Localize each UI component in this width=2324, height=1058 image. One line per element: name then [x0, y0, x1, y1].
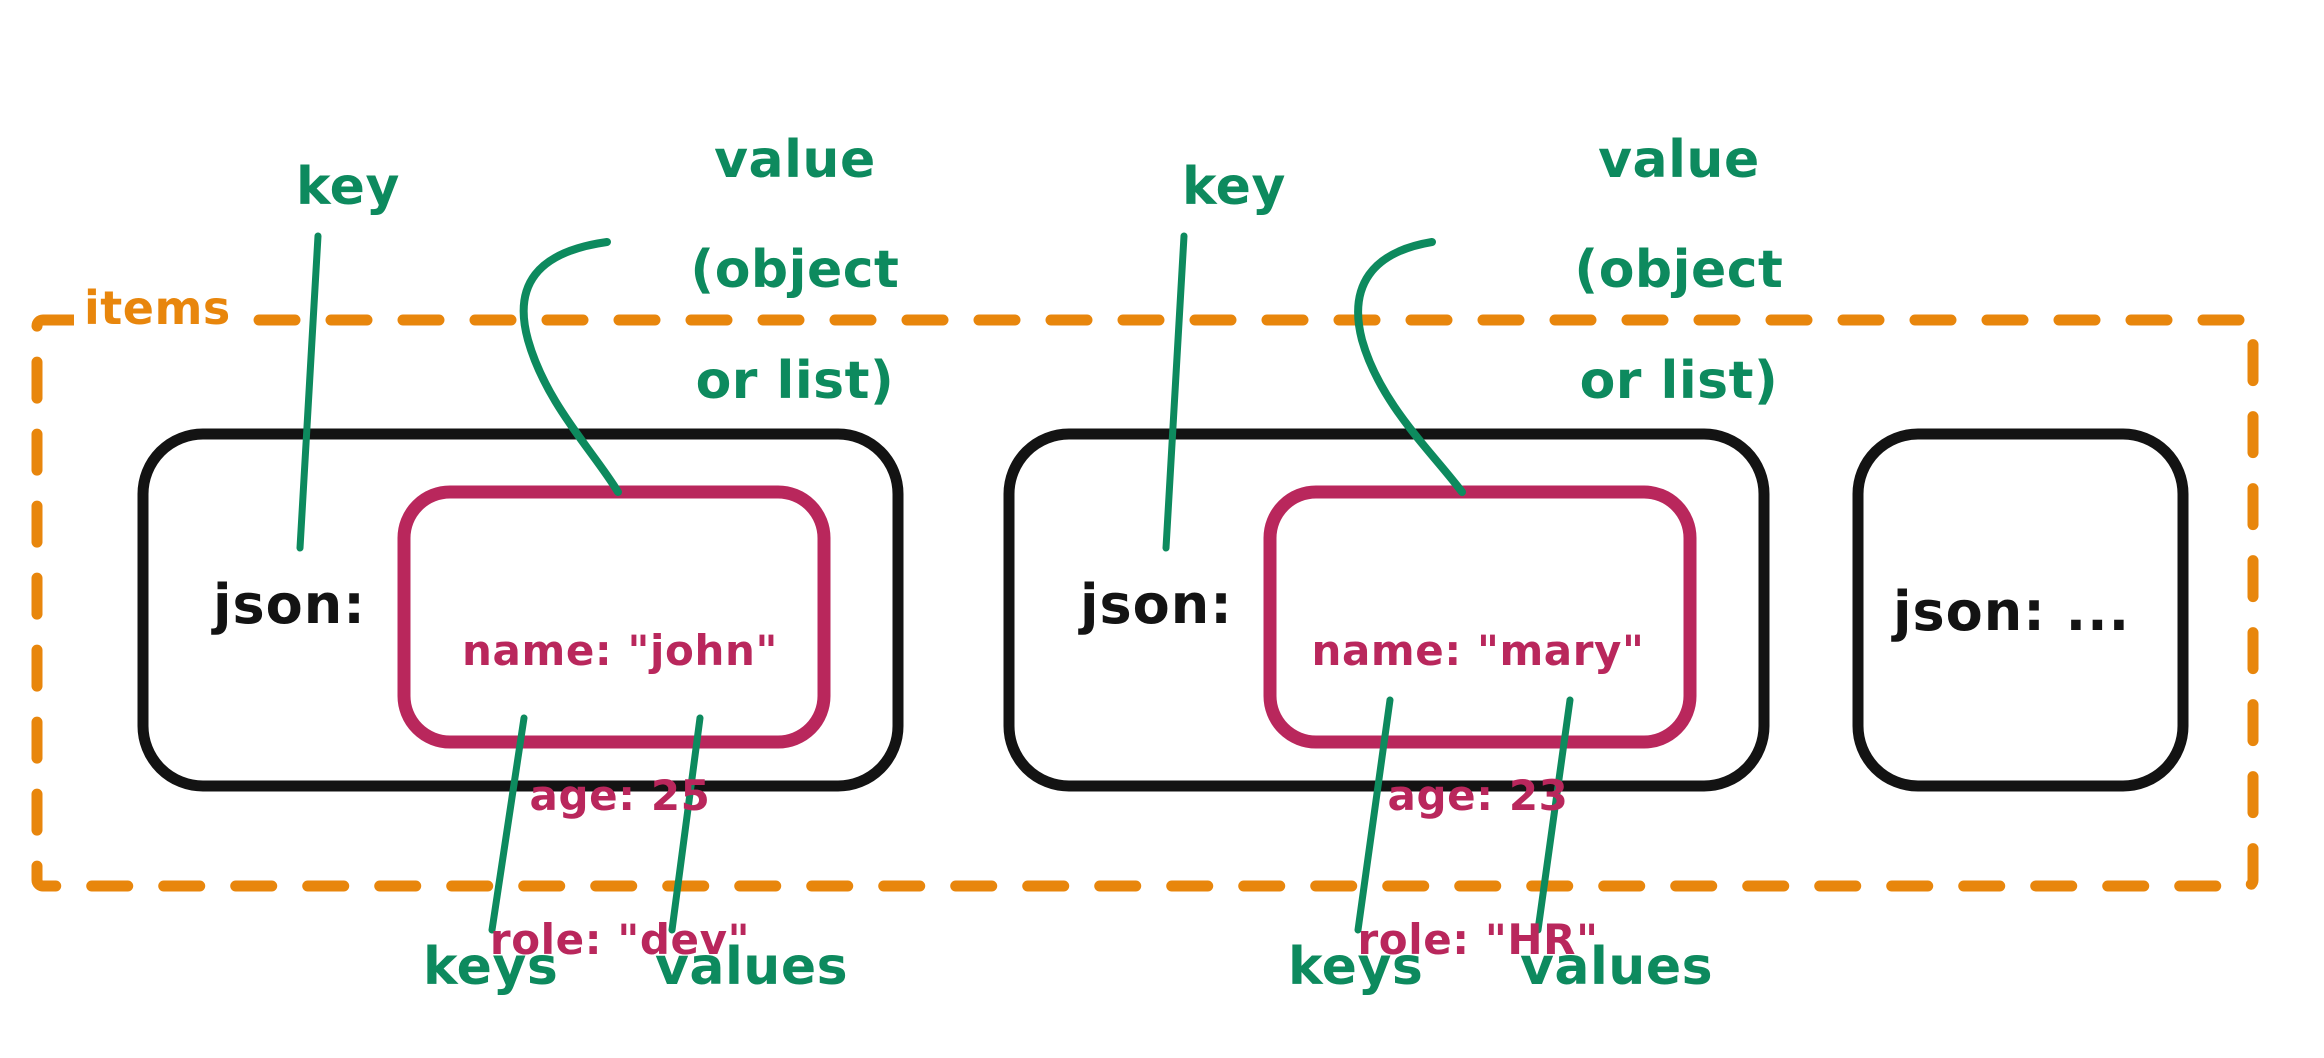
annotation-value-2-line2: (object — [1574, 240, 1784, 301]
item-card-2-object-outline — [1263, 485, 1697, 749]
leader-keys-1 — [488, 714, 528, 934]
annotation-values-1: values — [655, 937, 849, 997]
item-card-2-label: json: — [1080, 573, 1233, 636]
object-1-line-role: role: "dev" — [489, 915, 751, 965]
annotation-keys-1: keys — [423, 937, 559, 997]
annotation-keys-2: keys — [1288, 937, 1424, 997]
item-card-3-outline — [1852, 428, 2189, 792]
item-card-3-label: json: ... — [1893, 580, 2131, 643]
annotation-value-1-line3: or list) — [695, 350, 895, 411]
annotation-value-2-line1: value — [1598, 130, 1760, 191]
leader-values-1 — [668, 714, 704, 934]
annotation-value-2-line3: or list) — [1579, 350, 1779, 411]
annotation-value-2: value (object or list) — [1500, 78, 1783, 464]
object-2-line-role: role: "HR" — [1357, 915, 1599, 965]
items-label-backdrop — [74, 296, 252, 350]
item-card-1-label: json: — [213, 573, 366, 636]
annotation-values-2: values — [1520, 937, 1714, 997]
object-2-line-age: age: 23 — [1387, 770, 1569, 820]
leader-value-2 — [1354, 238, 1466, 496]
annotation-key-2: key — [1182, 157, 1286, 217]
annotation-key-1: key — [296, 157, 400, 217]
items-container-label: items — [84, 281, 231, 335]
item-card-1-object-body: name: "john" age: 25 role: "dev" — [400, 540, 840, 1058]
leader-key-1 — [296, 232, 322, 552]
annotation-value-1: value (object or list) — [616, 78, 899, 464]
leader-values-2 — [1534, 696, 1574, 934]
annotation-value-1-line1: value — [714, 130, 876, 191]
object-1-line-name: name: "john" — [462, 626, 778, 676]
leader-key-2 — [1162, 232, 1188, 552]
object-1-line-age: age: 25 — [529, 770, 711, 820]
annotation-value-1-line2: (object — [690, 240, 900, 301]
items-container-dashed-border — [31, 314, 2259, 892]
object-2-line-name: name: "mary" — [1311, 626, 1645, 676]
item-card-2-object-body: name: "mary" age: 23 role: "HR" — [1268, 540, 1688, 1058]
leader-keys-2 — [1354, 696, 1394, 934]
leader-value-1 — [519, 238, 622, 496]
